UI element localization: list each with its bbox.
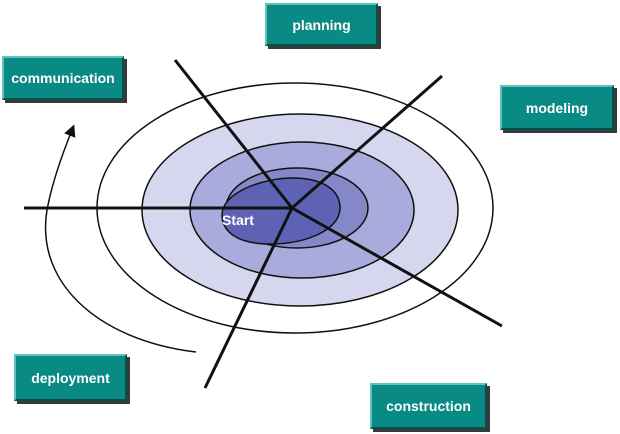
phase-modeling-label: modeling bbox=[525, 99, 589, 116]
phase-planning-label: planning bbox=[292, 16, 351, 33]
phase-construction-box: construction bbox=[370, 383, 487, 429]
phase-deployment-box: deployment bbox=[14, 354, 127, 401]
ring-core bbox=[221, 177, 341, 245]
spoke-top-right bbox=[291, 74, 443, 210]
phase-planning-box: planning bbox=[265, 3, 378, 46]
start-label: Start bbox=[222, 212, 254, 228]
spoke-bottom-right bbox=[291, 206, 503, 328]
phase-deployment-label: deployment bbox=[31, 369, 110, 386]
spoke-top bbox=[173, 59, 294, 209]
phase-communication-box: communication bbox=[2, 56, 124, 100]
phase-modeling-box: modeling bbox=[500, 85, 614, 130]
phase-construction-label: construction bbox=[386, 398, 471, 414]
cycle-arrow bbox=[44, 124, 197, 353]
spoke-bottom bbox=[203, 207, 294, 389]
phase-communication-label: communication bbox=[11, 70, 115, 86]
